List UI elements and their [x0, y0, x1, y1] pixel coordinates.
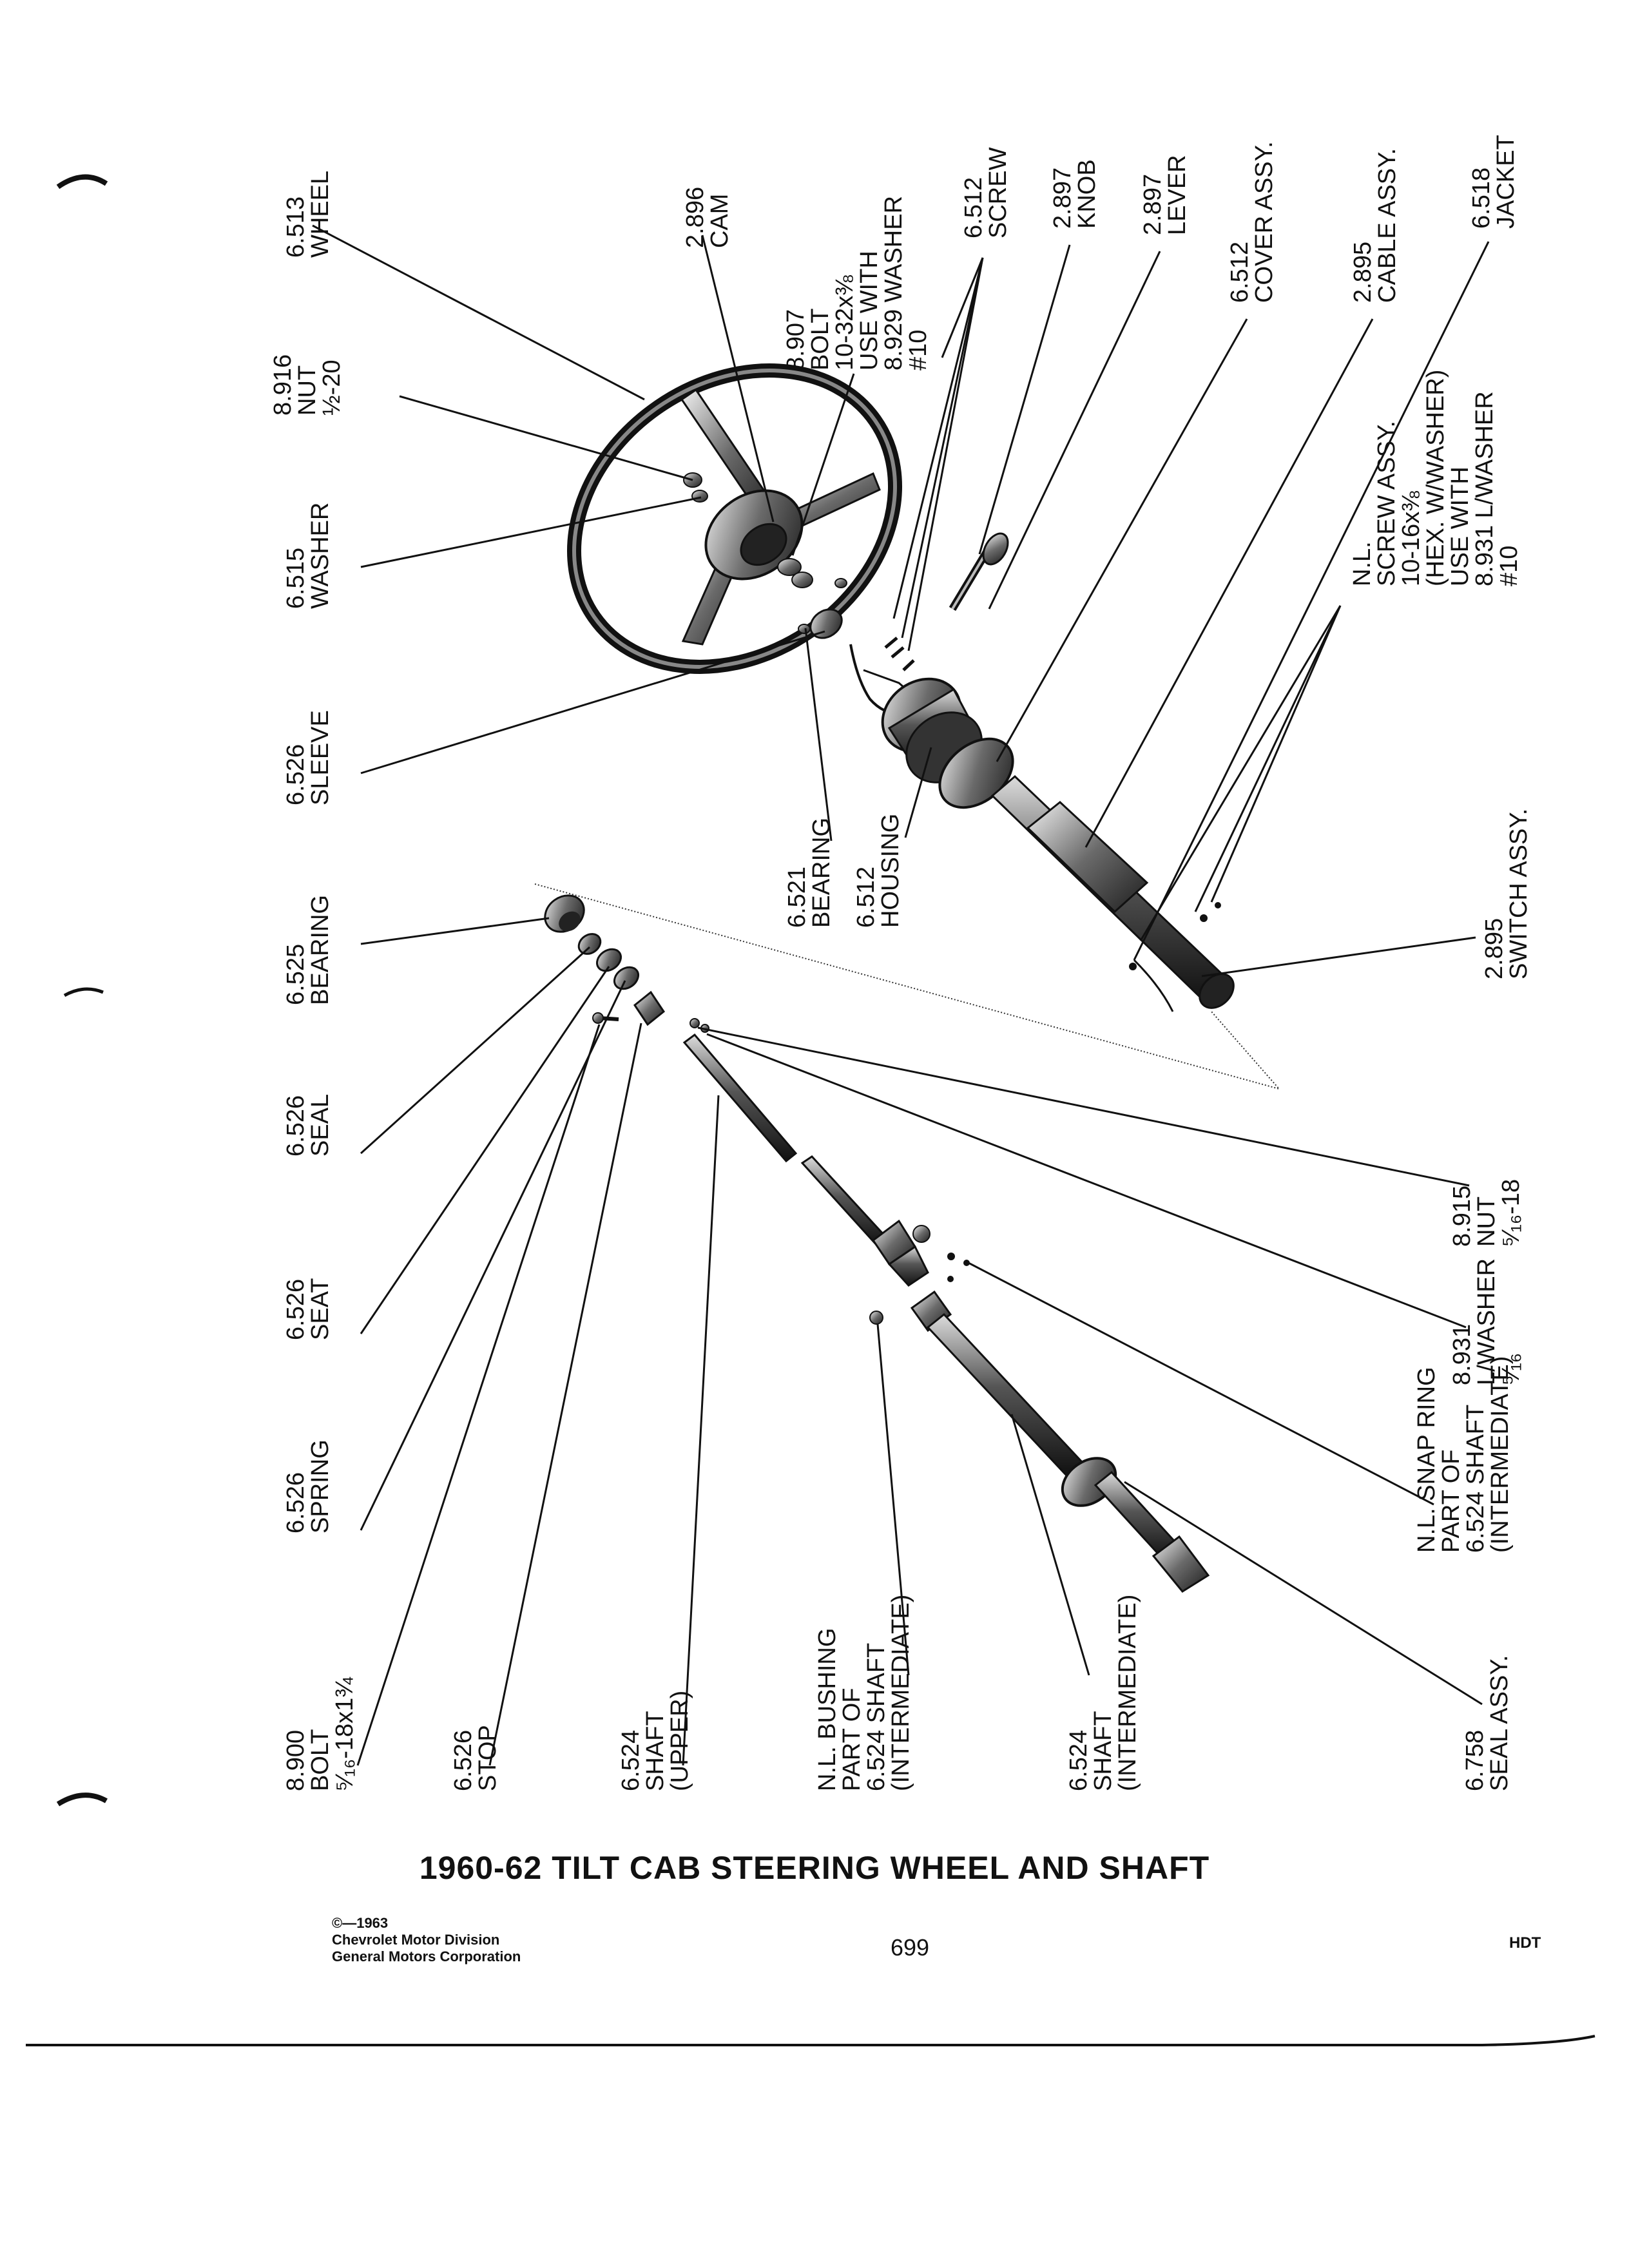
page-number: 699 [891, 1934, 930, 1961]
upper-shaft [682, 1033, 888, 1247]
division-line: Chevrolet Motor Division [332, 1932, 500, 1948]
binder-mark-middle [63, 987, 104, 997]
lower-bearing-group [544, 894, 709, 1033]
binder-mark-top [56, 174, 108, 189]
universal-joint [869, 1219, 970, 1325]
copyright-line: ©—1963 [332, 1915, 389, 1931]
page-bottom-rule [26, 2035, 1595, 2046]
lever-and-knob [949, 532, 1009, 611]
binder-mark-bottom [56, 1792, 108, 1807]
section-code: HDT [1509, 1934, 1541, 1952]
page-title: 1960-62 TILT CAB STEERING WHEEL AND SHAF… [419, 1850, 1210, 1886]
leader-lines [312, 224, 1490, 1766]
alignment-line [534, 883, 1281, 1090]
corporation-line: General Motors Corporation [332, 1948, 521, 1965]
steering-wheel [567, 363, 902, 674]
column-jacket [881, 677, 1235, 1012]
copyright-block: ©—1963 Chevrolet Motor Division General … [332, 1915, 521, 1965]
label-screw-assy: N.L.SCREW ASSY.10-16x⅜(HEX. W/WASHER)USE… [1349, 369, 1523, 586]
intermediate-shaft [910, 1290, 1210, 1593]
